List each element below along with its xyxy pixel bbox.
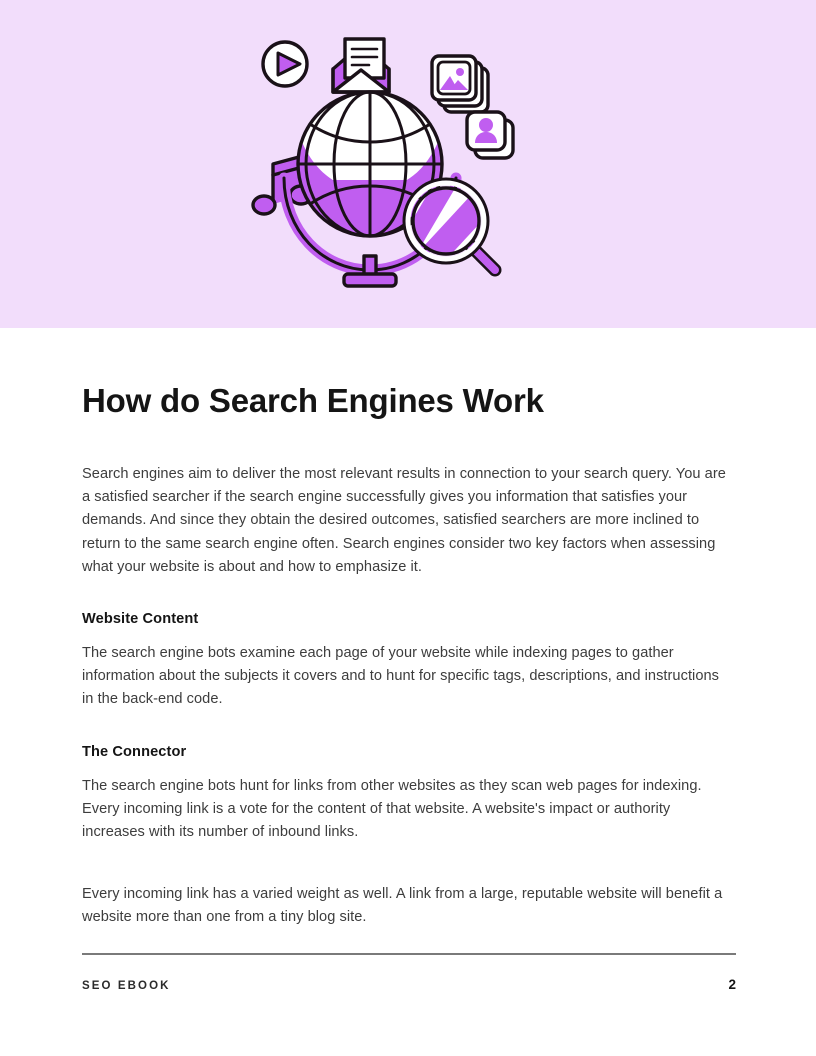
envelope-icon — [331, 37, 391, 94]
search-illustration — [248, 12, 568, 312]
intro-paragraph: Search engines aim to deliver the most r… — [82, 466, 726, 575]
magnifier-icon — [402, 177, 502, 277]
page-title: How do Search Engines Work — [82, 382, 544, 419]
section-paragraph-website-content: The search engine bots examine each page… — [82, 645, 720, 708]
page-number: 2 — [728, 977, 736, 992]
article-content: How do Search Engines Work Search engine… — [82, 328, 734, 930]
photo-stack-icon — [430, 54, 490, 114]
section-heading-the-connector: The Connector — [82, 743, 187, 760]
page-footer: SEO EBOOK 2 — [82, 953, 736, 992]
footer-divider — [82, 953, 736, 955]
hero-banner — [0, 0, 816, 328]
section-heading-website-content: Website Content — [82, 611, 199, 628]
footer-label: SEO EBOOK — [82, 980, 171, 992]
play-button-icon — [261, 40, 309, 88]
contact-card-icon — [465, 110, 515, 160]
section-paragraph-the-connector: The search engine bots hunt for links fr… — [82, 777, 702, 841]
footer-row: SEO EBOOK 2 — [82, 955, 736, 992]
closing-paragraph: Every incoming link has a varied weight … — [82, 886, 723, 926]
